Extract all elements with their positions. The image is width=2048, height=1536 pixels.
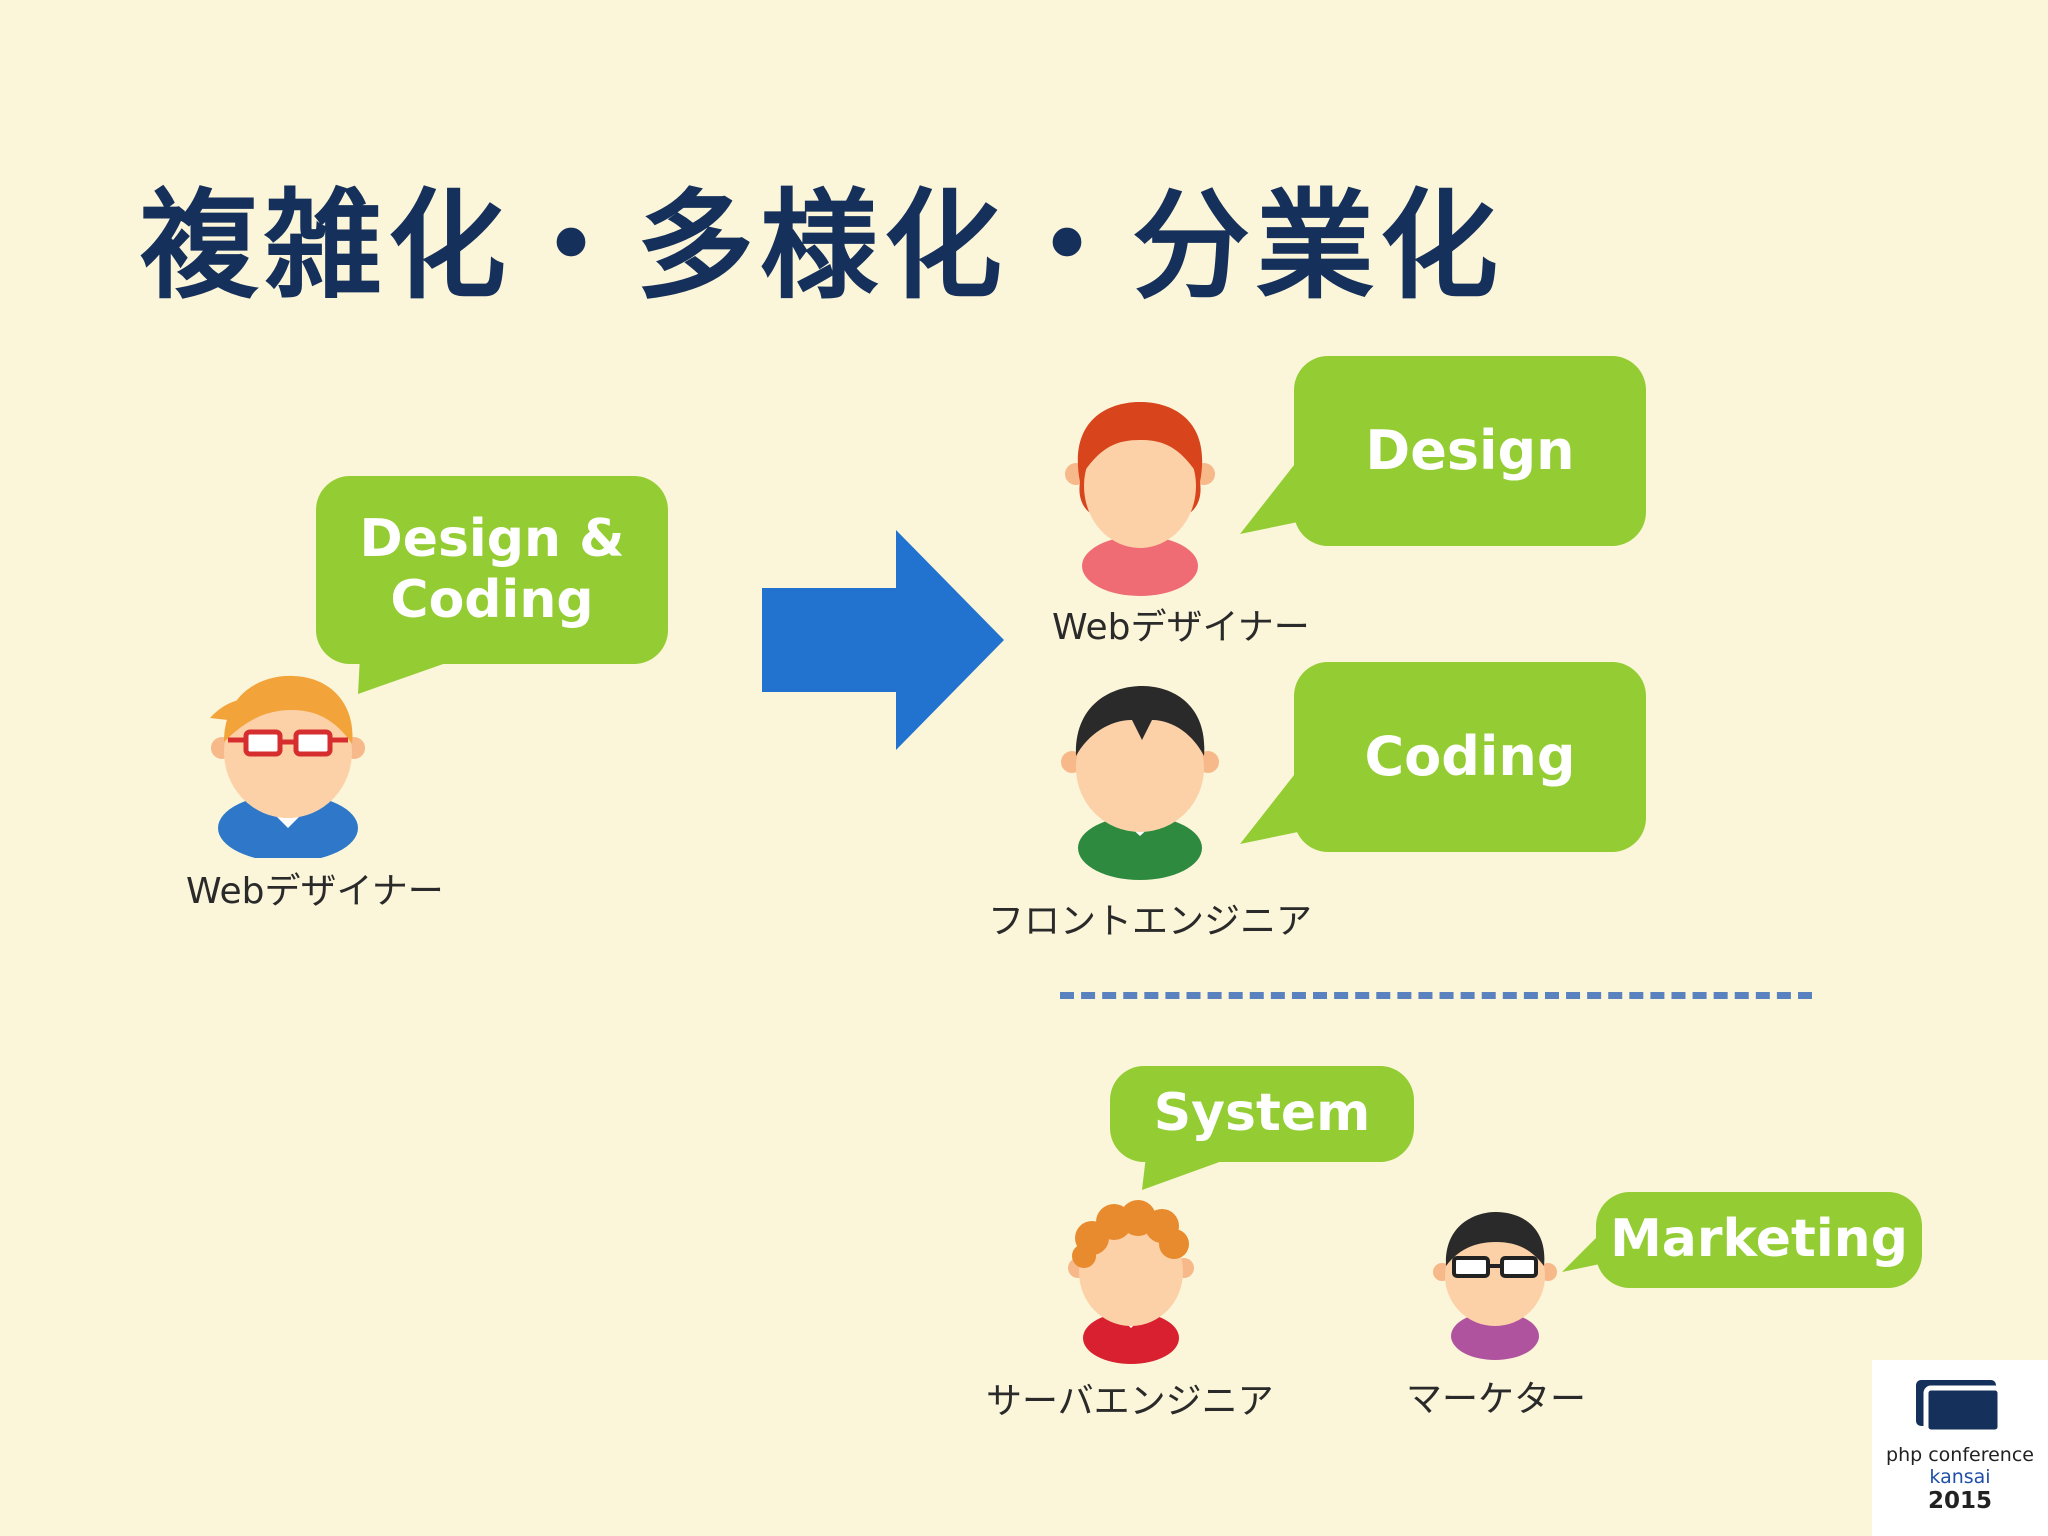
web-designer-label: Webデザイナー (186, 871, 444, 912)
design-coding-bubble: Design & Coding (316, 476, 668, 664)
bubble-line-2: Coding (390, 570, 594, 630)
server-engineer-avatar-icon (1068, 1200, 1194, 1364)
php-conference-logo-icon (1916, 1380, 2003, 1435)
logo-text-line-2: kansai (1929, 1466, 1991, 1488)
logo-text-year: 2015 (1927, 1488, 1992, 1514)
designer-label: Webデザイナー (1052, 607, 1310, 648)
frontend-engineer-label: フロントエンジニア (988, 901, 1313, 942)
bubble-tail (1142, 1156, 1236, 1190)
design-bubble: Design (1294, 356, 1646, 546)
right-arrow-icon (762, 530, 1004, 750)
slide-title: 複雑化・多様化・分業化 (140, 177, 1505, 315)
frontend-engineer-avatar-icon (1061, 686, 1219, 880)
dashed-divider (1060, 992, 1812, 999)
bubble-tail (358, 656, 466, 694)
bubble-tail (1240, 770, 1298, 844)
marketer-avatar-icon (1433, 1212, 1557, 1360)
marketing-bubble: Marketing (1596, 1192, 1922, 1288)
bubble-tail (1562, 1234, 1600, 1272)
coding-bubble: Coding (1294, 662, 1646, 852)
php-conference-logo: php conference kansai 2015 (1872, 1360, 2048, 1536)
web-designer-avatar-icon (210, 675, 365, 858)
system-bubble: System (1110, 1066, 1414, 1162)
logo-text-line-1: php conference (1886, 1444, 2034, 1466)
bubble-line-1: Design & (359, 508, 625, 569)
designer-avatar-icon (1065, 402, 1215, 596)
server-engineer-label: サーバエンジニア (986, 1381, 1274, 1422)
bubble-tail (1240, 460, 1298, 534)
marketer-label: マーケター (1406, 1379, 1587, 1420)
